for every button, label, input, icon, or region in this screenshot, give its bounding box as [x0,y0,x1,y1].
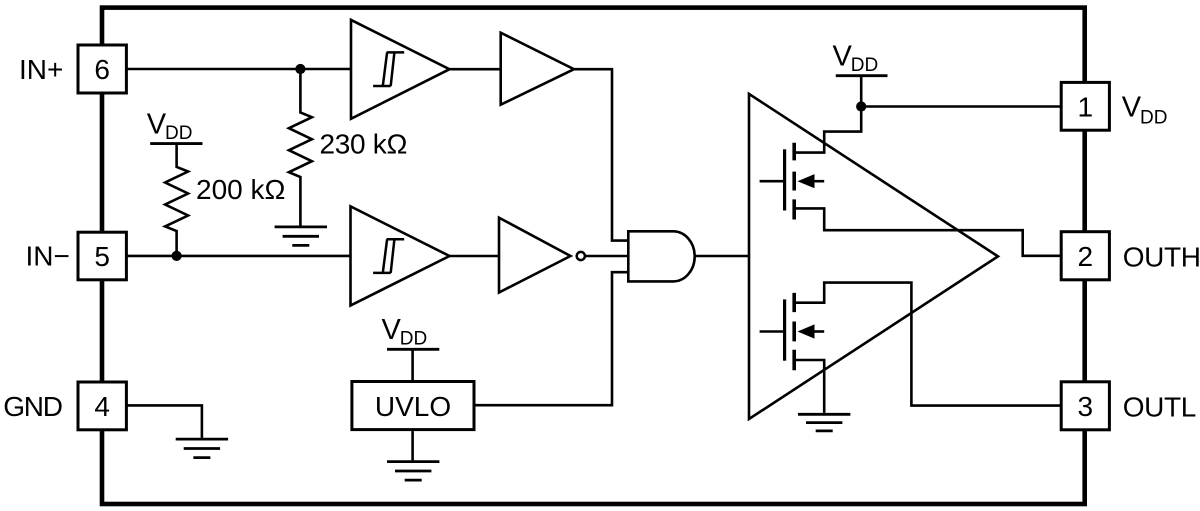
svg-text:2: 2 [1078,241,1094,272]
svg-text:DD: DD [165,123,192,144]
svg-text:200 kΩ: 200 kΩ [196,174,285,205]
svg-text:V: V [147,108,167,140]
svg-text:6: 6 [94,54,110,85]
svg-text:DD: DD [1140,108,1167,129]
svg-text:DD: DD [400,329,427,350]
svg-text:5: 5 [94,241,110,272]
svg-text:IN−: IN− [26,241,70,272]
svg-text:V: V [833,40,853,72]
svg-text:V: V [1122,91,1142,123]
svg-text:UVLO: UVLO [375,391,451,422]
svg-text:IN+: IN+ [19,54,63,85]
svg-text:V: V [382,314,402,346]
svg-text:DD: DD [851,55,878,76]
svg-text:OUTL: OUTL [1123,391,1196,422]
svg-text:GND: GND [3,391,62,422]
svg-text:4: 4 [94,391,110,422]
svg-text:3: 3 [1078,391,1094,422]
svg-text:230 kΩ: 230 kΩ [320,128,408,159]
svg-text:OUTH: OUTH [1123,241,1200,272]
svg-text:1: 1 [1078,91,1094,122]
